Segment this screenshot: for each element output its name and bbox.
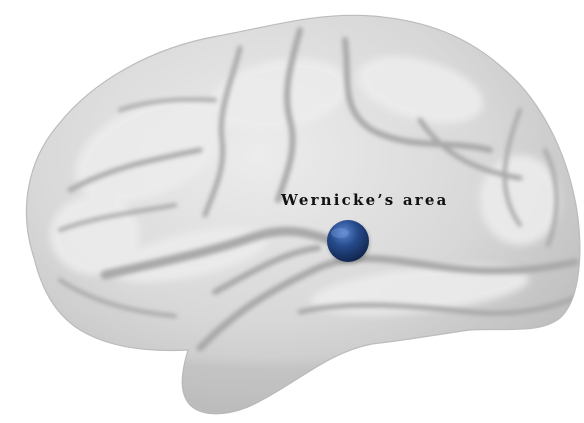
cortex <box>0 15 584 423</box>
marker-dot <box>327 220 369 262</box>
wernickes-area-label: Wernicke’s area <box>280 191 449 209</box>
